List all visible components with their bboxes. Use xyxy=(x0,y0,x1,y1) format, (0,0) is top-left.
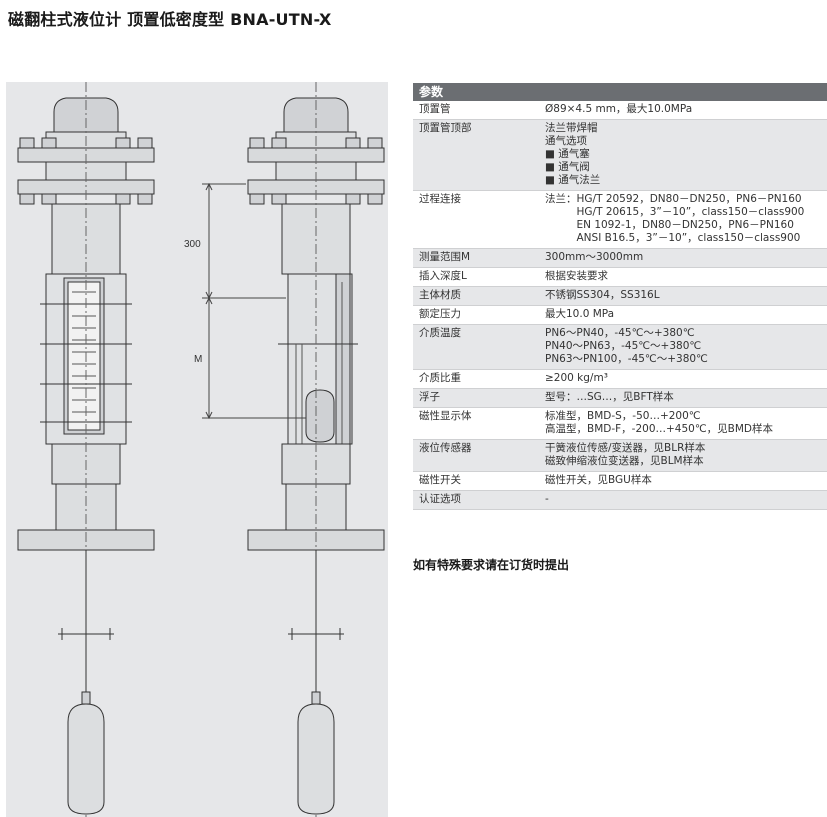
parameter-key: 认证选项 xyxy=(419,493,461,505)
parameter-value-line: 标准型，BMD-S，-50…+200℃ xyxy=(545,410,701,422)
parameter-value: 法兰：HG/T 20592，DN80－DN250，PN6－PN160 HG/T … xyxy=(545,193,827,245)
parameter-key: 主体材质 xyxy=(419,289,461,301)
parameter-value-line: - xyxy=(545,493,549,505)
parameter-value-line: ■ 通气阀 xyxy=(545,161,590,173)
parameter-value-line: EN 1092-1，DN80－DN250，PN6－PN160 xyxy=(545,219,794,231)
parameter-value-line: ANSI B16.5，3”－10”，class150－class900 xyxy=(545,232,801,244)
parameter-value-line: 通气选项 xyxy=(545,135,587,147)
parameter-value-line: 法兰：HG/T 20592，DN80－DN250，PN6－PN160 xyxy=(545,193,802,205)
front-view xyxy=(17,82,155,817)
parameter-value-line: 最大10.0 MPa xyxy=(545,308,615,320)
order-note: 如有特殊要求请在订货时提出 xyxy=(413,558,570,572)
page-title: 磁翻柱式液位计 顶置低密度型 BNA-UTN-X xyxy=(8,10,332,29)
parameter-row: 顶置管 Ø89×4.5 mm，最大10.0MPa xyxy=(413,101,827,120)
parameter-value: 干簧液位传感/变送器，见BLR样本磁致伸缩液位变送器，见BLM样本 xyxy=(545,442,827,468)
parameter-table-header: 参数 xyxy=(413,83,827,101)
parameter-value: ≥200 kg/m³ xyxy=(545,372,827,385)
parameter-value-line: 磁致伸缩液位变送器，见BLM样本 xyxy=(545,455,704,467)
parameter-value-line: 干簧液位传感/变送器，见BLR样本 xyxy=(545,442,706,454)
dimension-m-label: M xyxy=(194,354,202,365)
parameter-value-line: ≥200 kg/m³ xyxy=(545,372,608,384)
parameter-row: 浮子 型号：…SG…，见BFT样本 xyxy=(413,389,827,408)
parameter-row: 测量范围M 300mm～3000mm xyxy=(413,249,827,268)
parameter-value-line: 型号：…SG…，见BFT样本 xyxy=(545,391,674,403)
parameter-key: 插入深度L xyxy=(419,270,467,282)
parameter-key: 浮子 xyxy=(419,391,440,403)
parameter-row: 液位传感器 干簧液位传感/变送器，见BLR样本磁致伸缩液位变送器，见BLM样本 xyxy=(413,440,827,472)
parameter-row: 认证选项 - xyxy=(413,491,827,510)
parameter-row: 插入深度L 根据安装要求 xyxy=(413,268,827,287)
parameter-key: 介质比重 xyxy=(419,372,461,384)
parameter-value: - xyxy=(545,493,827,506)
parameter-value-line: PN63～PN100，-45℃～+380℃ xyxy=(545,353,708,365)
side-view xyxy=(202,82,385,817)
parameter-key: 液位传感器 xyxy=(419,442,472,454)
parameter-value-line: 法兰带焊帽 xyxy=(545,122,598,134)
parameter-value-line: PN40～PN63，-45℃～+380℃ xyxy=(545,340,702,352)
parameter-row: 介质比重 ≥200 kg/m³ xyxy=(413,370,827,389)
parameter-value-line: HG/T 20615，3”－10”，class150－class900 xyxy=(545,206,805,218)
parameter-row: 顶置管顶部 法兰带焊帽通气选项■ 通气塞■ 通气阀■ 通气法兰 xyxy=(413,120,827,191)
parameter-key: 过程连接 xyxy=(419,193,461,205)
parameter-row: 额定压力 最大10.0 MPa xyxy=(413,306,827,325)
parameter-key: 磁性开关 xyxy=(419,474,461,486)
parameter-value-line: 根据安装要求 xyxy=(545,270,608,282)
parameter-key: 介质温度 xyxy=(419,327,461,339)
parameter-value-line: 磁性开关，见BGU样本 xyxy=(545,474,652,486)
parameter-value-line: ■ 通气塞 xyxy=(545,148,590,160)
parameter-key: 额定压力 xyxy=(419,308,461,320)
parameter-row: 磁性开关 磁性开关，见BGU样本 xyxy=(413,472,827,491)
parameter-value: 磁性开关，见BGU样本 xyxy=(545,474,827,487)
parameter-value-line: PN6～PN40，-45℃～+380℃ xyxy=(545,327,695,339)
parameter-value-line: ■ 通气法兰 xyxy=(545,174,601,186)
parameter-value-line: 高温型，BMD-F，-200…+450℃，见BMD样本 xyxy=(545,423,773,435)
parameter-value: 300mm～3000mm xyxy=(545,251,827,264)
parameter-value-line: 300mm～3000mm xyxy=(545,251,644,263)
technical-drawing: 300 M xyxy=(6,82,388,817)
parameter-value-line: 不锈钢SS304，SS316L xyxy=(545,289,660,301)
parameter-table: 参数 顶置管 Ø89×4.5 mm，最大10.0MPa 顶置管顶部 法兰带焊帽通气选项… xyxy=(413,83,827,510)
parameter-row: 主体材质 不锈钢SS304，SS316L xyxy=(413,287,827,306)
parameter-value: 型号：…SG…，见BFT样本 xyxy=(545,391,827,404)
parameter-key: 磁性显示体 xyxy=(419,410,472,422)
parameter-key: 测量范围M xyxy=(419,251,471,263)
parameter-key: 顶置管顶部 xyxy=(419,122,472,134)
parameter-value: 法兰带焊帽通气选项■ 通气塞■ 通气阀■ 通气法兰 xyxy=(545,122,827,187)
dimension-300-label: 300 xyxy=(184,239,201,250)
parameter-row: 过程连接 法兰：HG/T 20592，DN80－DN250，PN6－PN160 H… xyxy=(413,191,827,249)
parameter-value: Ø89×4.5 mm，最大10.0MPa xyxy=(545,103,827,116)
parameter-value: 根据安装要求 xyxy=(545,270,827,283)
parameter-value-line: Ø89×4.5 mm，最大10.0MPa xyxy=(545,103,693,115)
parameter-value: 不锈钢SS304，SS316L xyxy=(545,289,827,302)
parameter-value: 最大10.0 MPa xyxy=(545,308,827,321)
parameter-key: 顶置管 xyxy=(419,103,451,115)
